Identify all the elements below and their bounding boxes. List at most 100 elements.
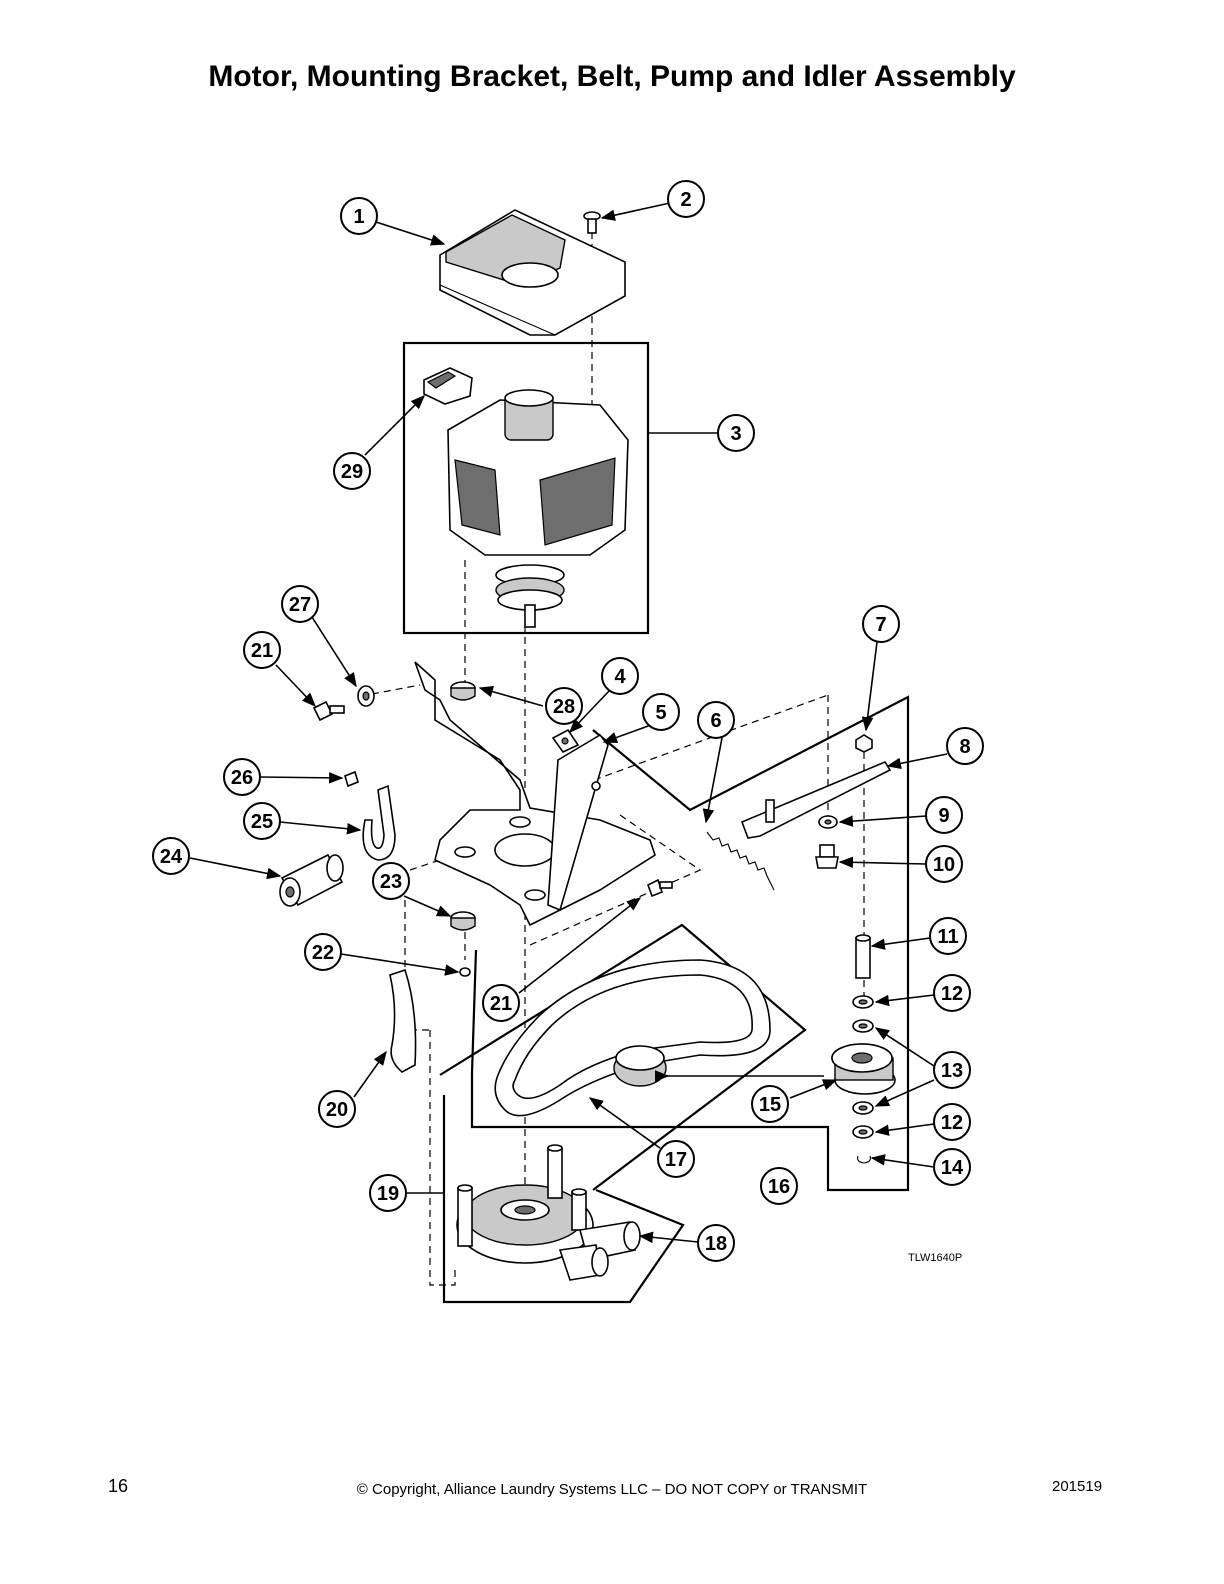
callout-20: 20 — [318, 1090, 356, 1128]
svg-text:9: 9 — [938, 805, 949, 827]
idler-assembly-box — [470, 695, 910, 1192]
callout-28: 28 — [545, 687, 583, 725]
washer-27-part — [357, 685, 375, 707]
svg-text:2: 2 — [680, 189, 691, 211]
svg-text:22: 22 — [312, 942, 334, 964]
svg-text:12: 12 — [941, 983, 963, 1005]
callout-2: 2 — [667, 180, 705, 218]
nut-4-part — [551, 728, 580, 754]
page-title: Motor, Mounting Bracket, Belt, Pump and … — [208, 60, 1016, 93]
svg-text:20: 20 — [326, 1099, 348, 1121]
svg-text:3: 3 — [730, 423, 741, 445]
pump-part — [456, 1144, 641, 1281]
svg-text:18: 18 — [705, 1233, 727, 1255]
callout-19: 19 — [369, 1174, 407, 1212]
svg-text:28: 28 — [553, 696, 575, 718]
grommet-28-part — [450, 681, 476, 701]
bolt-21-lower-part — [647, 878, 673, 898]
retaining-ring-part — [857, 1155, 871, 1164]
drawing-code: TLW1640P — [908, 1252, 963, 1264]
idler-pulley-part — [831, 1043, 896, 1095]
nut-22-part — [459, 967, 471, 977]
callout-10: 10 — [925, 845, 963, 883]
screw-part — [583, 211, 601, 234]
pump-clip-part — [389, 968, 417, 1073]
callout-15: 15 — [751, 1085, 789, 1123]
svg-text:26: 26 — [231, 767, 253, 789]
svg-text:6: 6 — [710, 710, 721, 732]
callout-4: 4 — [601, 657, 639, 695]
callout-18: 18 — [697, 1224, 735, 1262]
svg-text:4: 4 — [614, 666, 626, 688]
callout-27: 27 — [281, 585, 319, 623]
svg-text:8: 8 — [959, 736, 970, 758]
idler-arm-part — [740, 760, 892, 839]
capacitor-part — [279, 853, 344, 907]
svg-text:21: 21 — [251, 640, 273, 662]
svg-text:23: 23 — [380, 871, 402, 893]
callout-13: 13 — [933, 1051, 971, 1089]
svg-text:17: 17 — [665, 1149, 687, 1171]
washer-13-lower-part — [852, 1101, 874, 1115]
callout-7: 7 — [862, 605, 900, 643]
svg-text:10: 10 — [933, 854, 955, 876]
callout-12-upper: 12 — [933, 974, 971, 1012]
svg-text:14: 14 — [941, 1157, 964, 1179]
washer-9-part — [818, 815, 838, 829]
callout-17: 17 — [657, 1140, 695, 1178]
motor-cover-part — [439, 209, 626, 336]
callout-1: 1 — [340, 197, 378, 235]
svg-text:29: 29 — [341, 461, 363, 483]
nut-7-part — [855, 734, 873, 753]
screw-26-part — [344, 770, 359, 788]
svg-text:5: 5 — [655, 702, 666, 724]
svg-text:12: 12 — [941, 1112, 963, 1134]
callout-26: 26 — [223, 758, 261, 796]
grommet-23-part — [450, 911, 476, 931]
callout-6: 6 — [697, 701, 735, 739]
connector-part — [423, 367, 473, 405]
callout-22: 22 — [304, 933, 342, 971]
bolt-21-upper-part — [312, 700, 345, 722]
callout-3: 3 — [717, 414, 755, 452]
callout-14: 14 — [933, 1148, 971, 1186]
motor-mounting-bracket-part — [414, 661, 656, 927]
page-number: 16 — [108, 1476, 129, 1496]
drive-belt-part — [494, 959, 771, 1117]
svg-text:11: 11 — [937, 926, 958, 948]
callout-29: 29 — [333, 452, 371, 490]
pump-box — [442, 1095, 685, 1304]
copyright-notice: © Copyright, Alliance Laundry Systems LL… — [356, 1481, 868, 1498]
spring-part — [706, 831, 775, 891]
motor-assembly-box — [402, 341, 650, 635]
callout-8: 8 — [946, 727, 984, 765]
svg-text:1: 1 — [353, 206, 364, 228]
callout-9: 9 — [925, 796, 963, 834]
svg-text:25: 25 — [251, 811, 273, 833]
callout-11: 11 — [929, 917, 967, 955]
callout-24: 24 — [152, 837, 190, 875]
callout-12-lower: 12 — [933, 1103, 971, 1141]
svg-text:24: 24 — [160, 846, 183, 868]
document-number: 201519 — [1052, 1478, 1103, 1495]
svg-text:19: 19 — [377, 1183, 399, 1205]
washer-13-upper-part — [852, 1019, 874, 1033]
svg-text:27: 27 — [289, 594, 311, 616]
callout-5: 5 — [642, 693, 680, 731]
callout-16: 16 — [760, 1167, 798, 1205]
svg-text:15: 15 — [759, 1094, 781, 1116]
stud-10-part — [815, 844, 839, 869]
shaft-11-part — [855, 934, 871, 979]
svg-text:21: 21 — [490, 993, 512, 1015]
capacitor-strap-part — [362, 784, 396, 861]
washer-12-upper-part — [852, 995, 874, 1009]
washer-12-lower-part — [852, 1125, 874, 1139]
callout-21-upper: 21 — [243, 631, 281, 669]
callout-21-lower: 21 — [482, 984, 520, 1022]
callout-23: 23 — [372, 862, 410, 900]
motor-part — [447, 389, 629, 628]
callout-25: 25 — [243, 802, 281, 840]
svg-text:16: 16 — [768, 1176, 790, 1198]
svg-text:13: 13 — [941, 1060, 963, 1082]
